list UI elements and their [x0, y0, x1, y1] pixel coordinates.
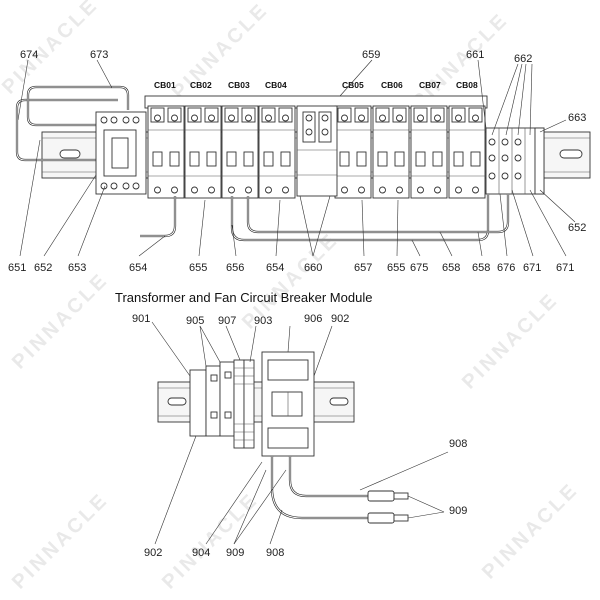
breaker-cb01	[147, 105, 185, 199]
fan-breaker-module	[157, 351, 409, 524]
callout-908: 908	[449, 438, 467, 450]
terminal-stack	[189, 361, 235, 437]
callout-901: 901	[132, 313, 150, 325]
callout-908: 908	[266, 547, 284, 559]
watermark-text: PINNACLE	[0, 0, 103, 99]
callout-671: 671	[523, 262, 541, 274]
watermark-text: PINNACLE	[8, 489, 113, 594]
breaker-label-cb05: CB05	[342, 80, 364, 90]
callout-663: 663	[568, 112, 586, 124]
watermark-text: PINNACLE	[168, 0, 273, 104]
callout-652: 652	[568, 222, 586, 234]
callout-660: 660	[304, 262, 322, 274]
breaker-cb05	[334, 105, 372, 199]
callout-675: 675	[410, 262, 428, 274]
callout-656: 656	[226, 262, 244, 274]
wire-658	[246, 194, 510, 234]
fan-circuit-breaker	[261, 351, 315, 457]
module-title: Transformer and Fan Circuit Breaker Modu…	[115, 290, 372, 305]
callout-671: 671	[556, 262, 574, 274]
breaker-label-cb01: CB01	[154, 80, 176, 90]
callout-661: 661	[466, 49, 484, 61]
breaker-cb06	[372, 105, 410, 199]
callout-905: 905	[186, 315, 204, 327]
callout-904: 904	[192, 547, 210, 559]
callout-657: 657	[354, 262, 372, 274]
din-rail-assembly	[15, 85, 591, 242]
breaker-cb03	[221, 105, 259, 199]
contactor-module	[95, 111, 147, 195]
terminal-blocks	[485, 127, 545, 195]
callout-902: 902	[331, 313, 349, 325]
watermark-text: PINNACLE	[478, 479, 583, 584]
breaker-cb02	[184, 105, 222, 199]
callout-909: 909	[226, 547, 244, 559]
callout-654: 654	[129, 262, 147, 274]
callout-902: 902	[144, 547, 162, 559]
callout-652: 652	[34, 262, 52, 274]
top-callouts: 674 673 659 661 662 663 651 652 653 654 …	[8, 49, 586, 274]
callout-676: 676	[497, 262, 515, 274]
callout-654: 654	[266, 262, 284, 274]
watermark-text: PINNACLE	[158, 489, 263, 594]
callout-651: 651	[8, 262, 26, 274]
top-leaders	[17, 59, 576, 257]
breaker-labels: CB01 CB02 CB03 CB04 CB05 CB06 CB07 CB08	[154, 80, 478, 90]
breaker-label-cb08: CB08	[456, 80, 478, 90]
callout-907: 907	[218, 315, 236, 327]
callout-673: 673	[90, 49, 108, 61]
wire-654	[140, 196, 177, 238]
breaker-label-cb04: CB04	[265, 80, 287, 90]
callout-662: 662	[514, 53, 532, 65]
breaker-cb08	[448, 105, 486, 199]
breaker-bank	[147, 105, 486, 199]
watermark-text: PINNACLE	[8, 269, 113, 374]
breaker-label-cb02: CB02	[190, 80, 212, 90]
bottom-leaders	[151, 321, 449, 545]
ferrules	[367, 490, 409, 524]
callout-653: 653	[68, 262, 86, 274]
watermark-text: PINNACLE	[458, 289, 563, 394]
callout-655: 655	[387, 262, 405, 274]
breaker-cb07	[410, 105, 448, 199]
breaker-label-cb07: CB07	[419, 80, 441, 90]
cable-908	[288, 456, 370, 498]
callout-655: 655	[189, 262, 207, 274]
breaker-label-cb03: CB03	[228, 80, 250, 90]
callout-659: 659	[362, 49, 380, 61]
cable-908	[270, 456, 370, 520]
callout-674: 674	[20, 49, 38, 61]
end-blocks	[233, 359, 255, 449]
breaker-label-cb06: CB06	[381, 80, 403, 90]
callout-658: 658	[472, 262, 490, 274]
center-terminal-block	[296, 105, 338, 197]
callout-909: 909	[449, 505, 467, 517]
callout-906: 906	[304, 313, 322, 325]
bottom-callouts: 901 905 907 903 906 902 908 909 902 904 …	[132, 313, 467, 559]
callout-903: 903	[254, 315, 272, 327]
callout-658: 658	[442, 262, 460, 274]
breaker-cb04	[258, 105, 296, 199]
